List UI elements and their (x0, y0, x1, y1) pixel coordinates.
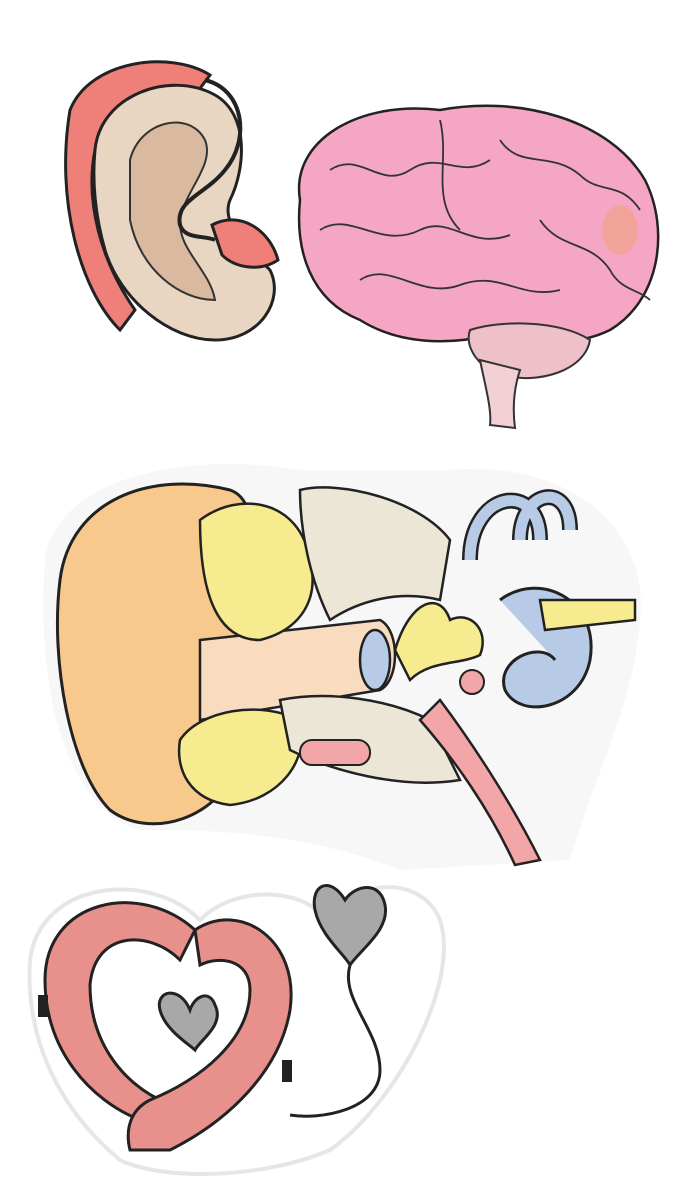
eustachian-tube (418, 698, 542, 867)
ear-dome (210, 218, 280, 269)
eardrum (358, 628, 392, 692)
brain-cerebrum (297, 104, 660, 344)
right-hearing-aid (126, 918, 293, 1152)
round-window (459, 669, 485, 695)
lower-cartilage (177, 708, 304, 807)
ear-canal (198, 618, 397, 722)
left-hearing-aid (43, 901, 197, 1122)
right-button (282, 1060, 292, 1082)
temporal-bone-upper (298, 486, 452, 622)
left-button (38, 995, 48, 1017)
hearing-aid-wire (177, 78, 243, 242)
auditory-nerve (538, 598, 637, 632)
ear-anatomy-illustration (43, 464, 641, 870)
ear-with-hearing-aid (64, 60, 280, 342)
brain-stem (478, 358, 522, 430)
ossicles (393, 601, 484, 683)
heart-hearing-aids-sticker (27, 884, 446, 1176)
charm-wire (289, 964, 382, 1118)
small-heart-center (157, 991, 219, 1053)
upper-cartilage (198, 502, 314, 642)
canal-gland (299, 739, 371, 766)
brain-illustration (297, 104, 660, 430)
brain-highlight (602, 205, 638, 255)
